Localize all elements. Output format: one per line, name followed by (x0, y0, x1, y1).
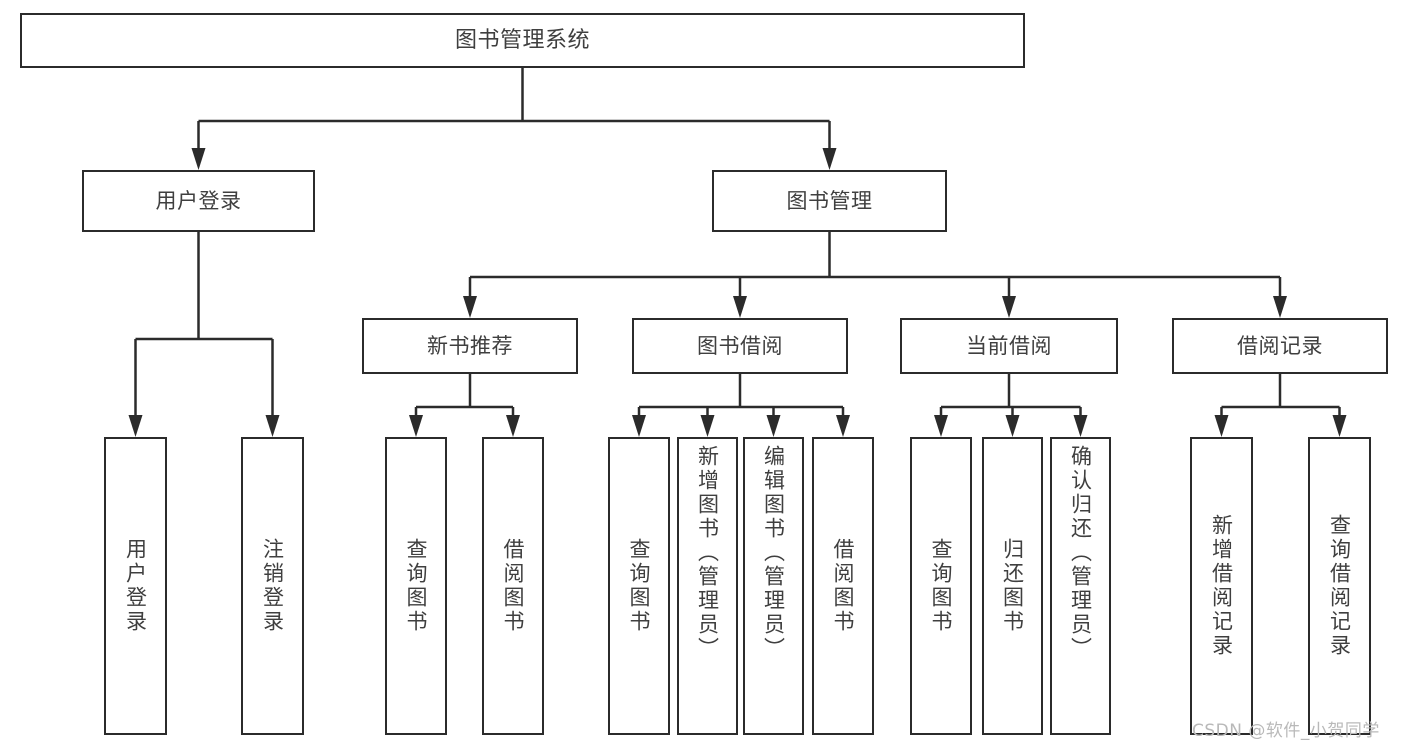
node-book-borrow[interactable]: 图书借阅 (632, 318, 848, 374)
leaf-borrow-edit-book-label: 编辑图书（管理员） (761, 445, 786, 661)
node-root-label: 图书管理系统 (454, 27, 590, 53)
csdn-watermark: CSDN @软件_小贺同学 (1192, 721, 1380, 741)
node-book-manage-label: 图书管理 (786, 188, 873, 213)
node-borrow-record-label: 借阅记录 (1237, 333, 1323, 358)
node-new-book-recommend[interactable]: 新书推荐 (362, 318, 578, 374)
leaf-record-query-label: 查询借阅记录 (1327, 514, 1352, 658)
leaf-borrow-query-book[interactable]: 查询图书 (608, 437, 670, 735)
leaf-borrow-add-book-label: 新增图书（管理员） (695, 445, 720, 661)
leaf-current-confirm-return-label: 确认归还（管理员） (1068, 445, 1093, 661)
node-user-login-label: 用户登录 (155, 188, 242, 213)
leaf-record-add-label: 新增借阅记录 (1209, 514, 1234, 658)
leaf-recommend-query-book[interactable]: 查询图书 (385, 437, 447, 735)
node-user-login[interactable]: 用户登录 (82, 170, 315, 232)
leaf-borrow-add-book[interactable]: 新增图书（管理员） (677, 437, 738, 735)
leaf-current-query-book-label: 查询图书 (929, 538, 954, 634)
node-borrow-record[interactable]: 借阅记录 (1172, 318, 1388, 374)
leaf-borrow-query-book-label: 查询图书 (627, 538, 652, 634)
leaf-user-logout-label: 注销登录 (260, 538, 285, 634)
leaf-current-confirm-return[interactable]: 确认归还（管理员） (1050, 437, 1111, 735)
node-current-borrow[interactable]: 当前借阅 (900, 318, 1118, 374)
node-new-book-recommend-label: 新书推荐 (427, 333, 513, 358)
node-book-borrow-label: 图书借阅 (697, 333, 783, 358)
leaf-current-return-book[interactable]: 归还图书 (982, 437, 1043, 735)
leaf-record-query[interactable]: 查询借阅记录 (1308, 437, 1371, 735)
leaf-recommend-borrow-book-label: 借阅图书 (501, 538, 526, 634)
leaf-user-login[interactable]: 用户登录 (104, 437, 167, 735)
leaf-user-logout[interactable]: 注销登录 (241, 437, 304, 735)
leaf-current-return-book-label: 归还图书 (1000, 538, 1025, 634)
leaf-recommend-query-book-label: 查询图书 (404, 538, 429, 634)
leaf-borrow-edit-book[interactable]: 编辑图书（管理员） (743, 437, 804, 735)
leaf-borrow-borrow-book-label: 借阅图书 (831, 538, 856, 634)
leaf-user-login-label: 用户登录 (123, 538, 148, 634)
node-current-borrow-label: 当前借阅 (966, 333, 1052, 358)
node-root[interactable]: 图书管理系统 (20, 13, 1025, 68)
leaf-record-add[interactable]: 新增借阅记录 (1190, 437, 1253, 735)
leaf-recommend-borrow-book[interactable]: 借阅图书 (482, 437, 544, 735)
leaf-current-query-book[interactable]: 查询图书 (910, 437, 972, 735)
leaf-borrow-borrow-book[interactable]: 借阅图书 (812, 437, 874, 735)
node-book-manage[interactable]: 图书管理 (712, 170, 947, 232)
